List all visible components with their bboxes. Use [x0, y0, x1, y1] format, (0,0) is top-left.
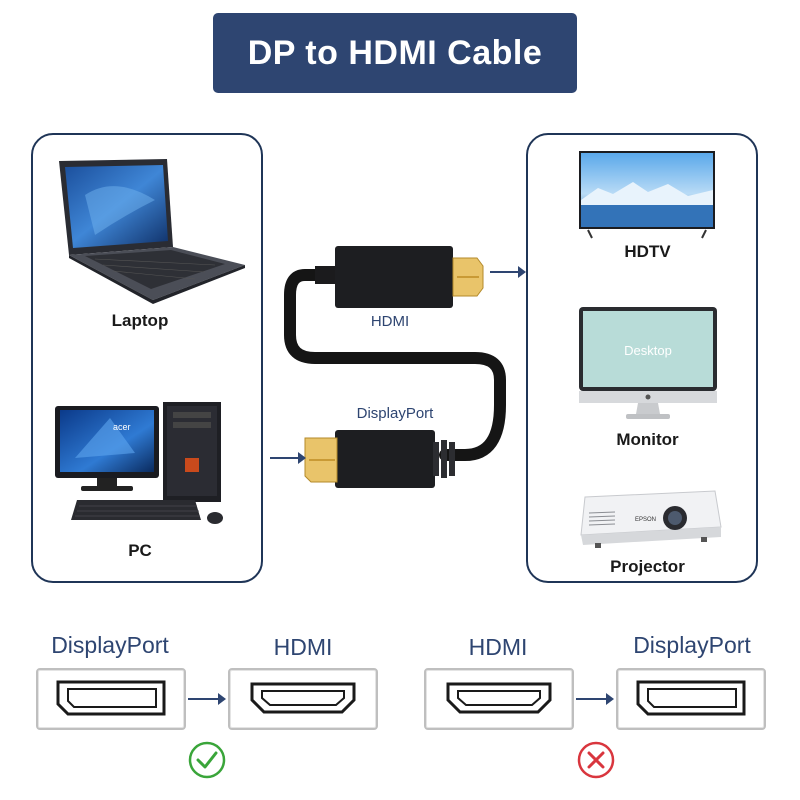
direction-1-to-label: HDMI — [273, 634, 333, 660]
hdmi-port-icon — [228, 668, 378, 730]
displayport-port-icon — [36, 668, 186, 730]
page-title: DP to HDMI Cable — [247, 33, 543, 72]
projector-brand: EPSON — [635, 517, 656, 523]
hdtv-icon — [579, 151, 715, 239]
laptop-icon — [59, 159, 245, 304]
projector-label: Projector — [610, 557, 685, 576]
cable-hdmi-label: HDMI — [370, 313, 410, 330]
hdmi-port-icon — [424, 668, 574, 730]
direction-2-to-label: DisplayPort — [633, 632, 751, 658]
arrow-right-icon — [270, 452, 306, 464]
arrow-right-icon — [188, 693, 226, 705]
direction-2-from-label: HDMI — [468, 634, 528, 660]
cross-icon — [577, 741, 615, 779]
monitor-screen-text: Desktop — [624, 343, 672, 358]
laptop-label: Laptop — [111, 311, 169, 330]
desktop-pc-icon: acer — [55, 402, 223, 524]
monitor-label: Monitor — [616, 430, 679, 449]
pc-label: PC — [128, 541, 152, 560]
dp-to-hdmi-cable-icon — [284, 246, 506, 488]
displayport-port-icon — [616, 668, 766, 730]
direction-1-from-label: DisplayPort — [51, 632, 169, 658]
projector-icon: EPSON — [580, 490, 722, 548]
cable-dp-label: DisplayPort — [356, 405, 434, 422]
check-icon — [188, 741, 226, 779]
arrow-right-icon — [490, 266, 526, 278]
monitor-icon: Desktop — [579, 307, 717, 419]
svg-text:acer: acer — [113, 422, 131, 432]
title-banner: DP to HDMI Cable — [213, 13, 577, 93]
hdtv-label: HDTV — [624, 242, 671, 261]
arrow-right-icon — [576, 693, 614, 705]
